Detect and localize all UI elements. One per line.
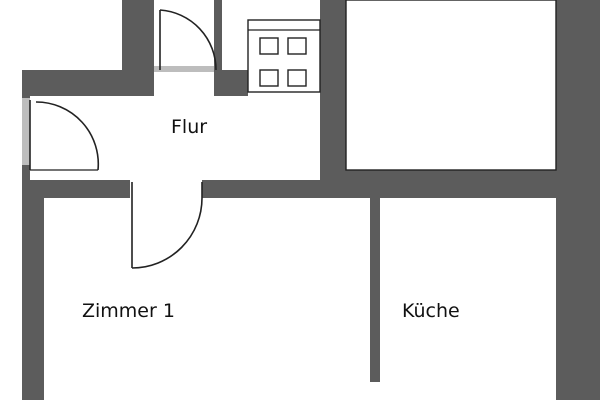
room-label-hall: Flur — [171, 116, 207, 138]
upper-door-jamb — [154, 66, 214, 72]
wall-hall-left-lower — [22, 165, 30, 181]
entrance-door-jamb — [22, 98, 30, 165]
wall-hall-bottom-left — [22, 180, 130, 196]
wall-room1-top-right — [202, 194, 370, 198]
stove-burner-3 — [259, 69, 279, 87]
room-label-room1: Zimmer 1 — [82, 300, 175, 322]
wall-hall-left — [22, 70, 30, 98]
stove-burner-1 — [259, 37, 279, 55]
walls — [22, 0, 600, 400]
kitchen-interior — [380, 198, 556, 400]
room-label-kitchen: Küche — [402, 300, 460, 322]
right-room-frame — [345, 0, 557, 171]
wall-kitchen-divider — [370, 196, 380, 382]
room1-door-gap-top — [130, 180, 202, 198]
wall-upper-door-right — [214, 0, 222, 96]
wall-hall-bottom-right — [202, 180, 348, 196]
wall-right-room-bottom — [320, 170, 600, 196]
wall-upper-left-vertical — [122, 0, 154, 70]
wall-left-outer-lower — [22, 196, 44, 400]
room1-interior — [44, 198, 370, 400]
wall-hall-top-right — [214, 70, 248, 96]
wall-center-vertical — [320, 0, 346, 196]
wall-kitchen-top — [380, 194, 556, 198]
wall-right-outer — [556, 0, 600, 400]
stove-frame — [247, 19, 321, 93]
upper-door-swing-icon — [159, 9, 217, 71]
wall-room1-top — [44, 194, 130, 198]
doors — [22, 9, 217, 269]
interiors — [30, 0, 557, 400]
room1-door-swing-icon — [131, 197, 203, 269]
entrance-door-swing-icon — [35, 101, 100, 171]
right-room-interior — [346, 0, 556, 170]
stove-burner-4 — [287, 69, 307, 87]
stove-burner-2 — [287, 37, 307, 55]
wall-hall-top-left — [22, 70, 154, 96]
hall-interior — [30, 96, 320, 180]
stove-icon — [247, 19, 321, 93]
